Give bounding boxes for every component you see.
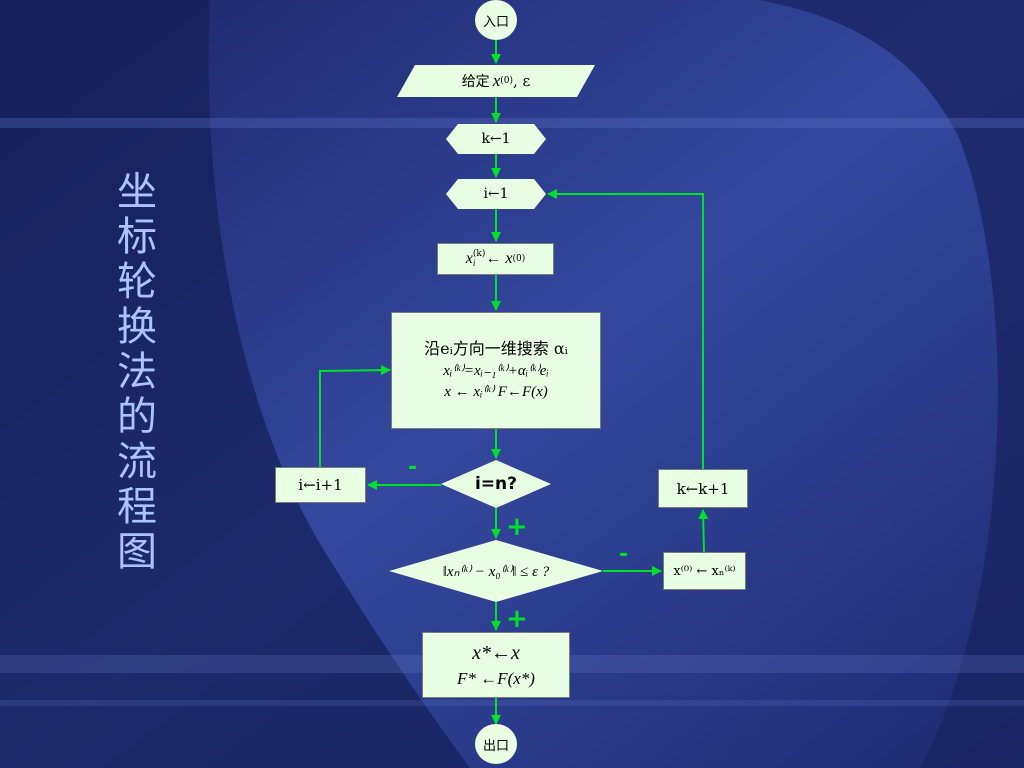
cond1-diamond (441, 460, 551, 508)
entry-node: 入口 (475, 0, 517, 40)
assign-node: x(k)i ← x(0) (437, 243, 554, 275)
search-node: 沿eᵢ方向一维搜索 αᵢ xᵢ⁽ᵏ⁾=xᵢ₋₁⁽ᵏ⁾+αᵢ⁽ᵏ⁾eᵢ x ← x… (391, 312, 601, 429)
given-eps: , ε (512, 72, 531, 90)
title-char: 图 (117, 529, 157, 575)
cond1-label: i=n? (474, 474, 518, 494)
cond2-label: ‖xₙ⁽ᵏ⁾ − x₀⁽ᵏ⁾‖ ≤ ε ? (442, 563, 550, 580)
i-inc-label: i←i+1 (298, 476, 343, 494)
k-init-label: k←1 (481, 131, 511, 147)
cond1-node: i=n? (441, 460, 551, 508)
given-label: 给定 (461, 74, 490, 90)
i-init-label: i←1 (483, 186, 509, 202)
entry-label: 入口 (482, 14, 509, 30)
title-char: 换 (117, 304, 157, 350)
assign-rhs-sup: (0) (512, 254, 526, 264)
k-inc-node: k←k+1 (658, 469, 748, 508)
exit-node: 出口 (475, 724, 517, 764)
result-line1: x*←x (472, 642, 520, 665)
given-var: x (492, 71, 501, 90)
given-parallelogram (397, 65, 595, 97)
i-inc-node: i←i+1 (275, 467, 366, 503)
x0-update-node: x⁽⁰⁾ ← xₙ⁽ᵏ⁾ (663, 552, 746, 590)
k-init-node: k←1 (446, 124, 546, 154)
slide-title: 坐 标 轮 换 法 的 流 程 图 (112, 170, 162, 575)
result-line2: F* ←F(x*) (457, 669, 535, 689)
title-char: 流 (117, 439, 157, 485)
cond2-node: ‖xₙ⁽ᵏ⁾ − x₀⁽ᵏ⁾‖ ≤ ε ? (389, 540, 603, 602)
k-init-hexagon (446, 124, 546, 154)
assign-arrow: ← x (485, 250, 513, 267)
k-inc-label: k←k+1 (676, 479, 730, 498)
title-char: 的 (117, 394, 157, 440)
i-init-node: i←1 (446, 179, 546, 209)
assign-lhs: x (465, 250, 473, 267)
assign-lhs-sub: i (472, 258, 476, 268)
assign-lhs-sup: (k) (472, 249, 486, 259)
given-node: 给定 x(0) , ε (415, 65, 577, 97)
given-sup: (0) (500, 76, 513, 86)
exit-label: 出口 (482, 738, 509, 754)
cond1-yes-label: + (506, 512, 528, 542)
result-node: x*←x F* ←F(x*) (422, 632, 570, 698)
cond1-no-label: - (408, 455, 418, 480)
search-line1: 沿eᵢ方向一维搜索 αᵢ (424, 339, 568, 359)
i-init-hexagon (446, 179, 546, 209)
title-char: 轮 (117, 259, 157, 305)
title-char: 法 (117, 349, 157, 395)
search-line3: x ← xᵢ⁽ᵏ⁾ F←F(x) (444, 383, 548, 400)
x0-update-label: x⁽⁰⁾ ← xₙ⁽ᵏ⁾ (673, 563, 736, 579)
cond2-diamond (389, 540, 603, 602)
cond2-yes-label: + (506, 604, 528, 634)
cond2-no-label: - (619, 542, 629, 567)
title-char: 标 (117, 214, 157, 260)
search-line2: xᵢ⁽ᵏ⁾=xᵢ₋₁⁽ᵏ⁾+αᵢ⁽ᵏ⁾eᵢ (443, 362, 549, 379)
title-char: 程 (117, 484, 157, 530)
title-char: 坐 (117, 169, 157, 215)
